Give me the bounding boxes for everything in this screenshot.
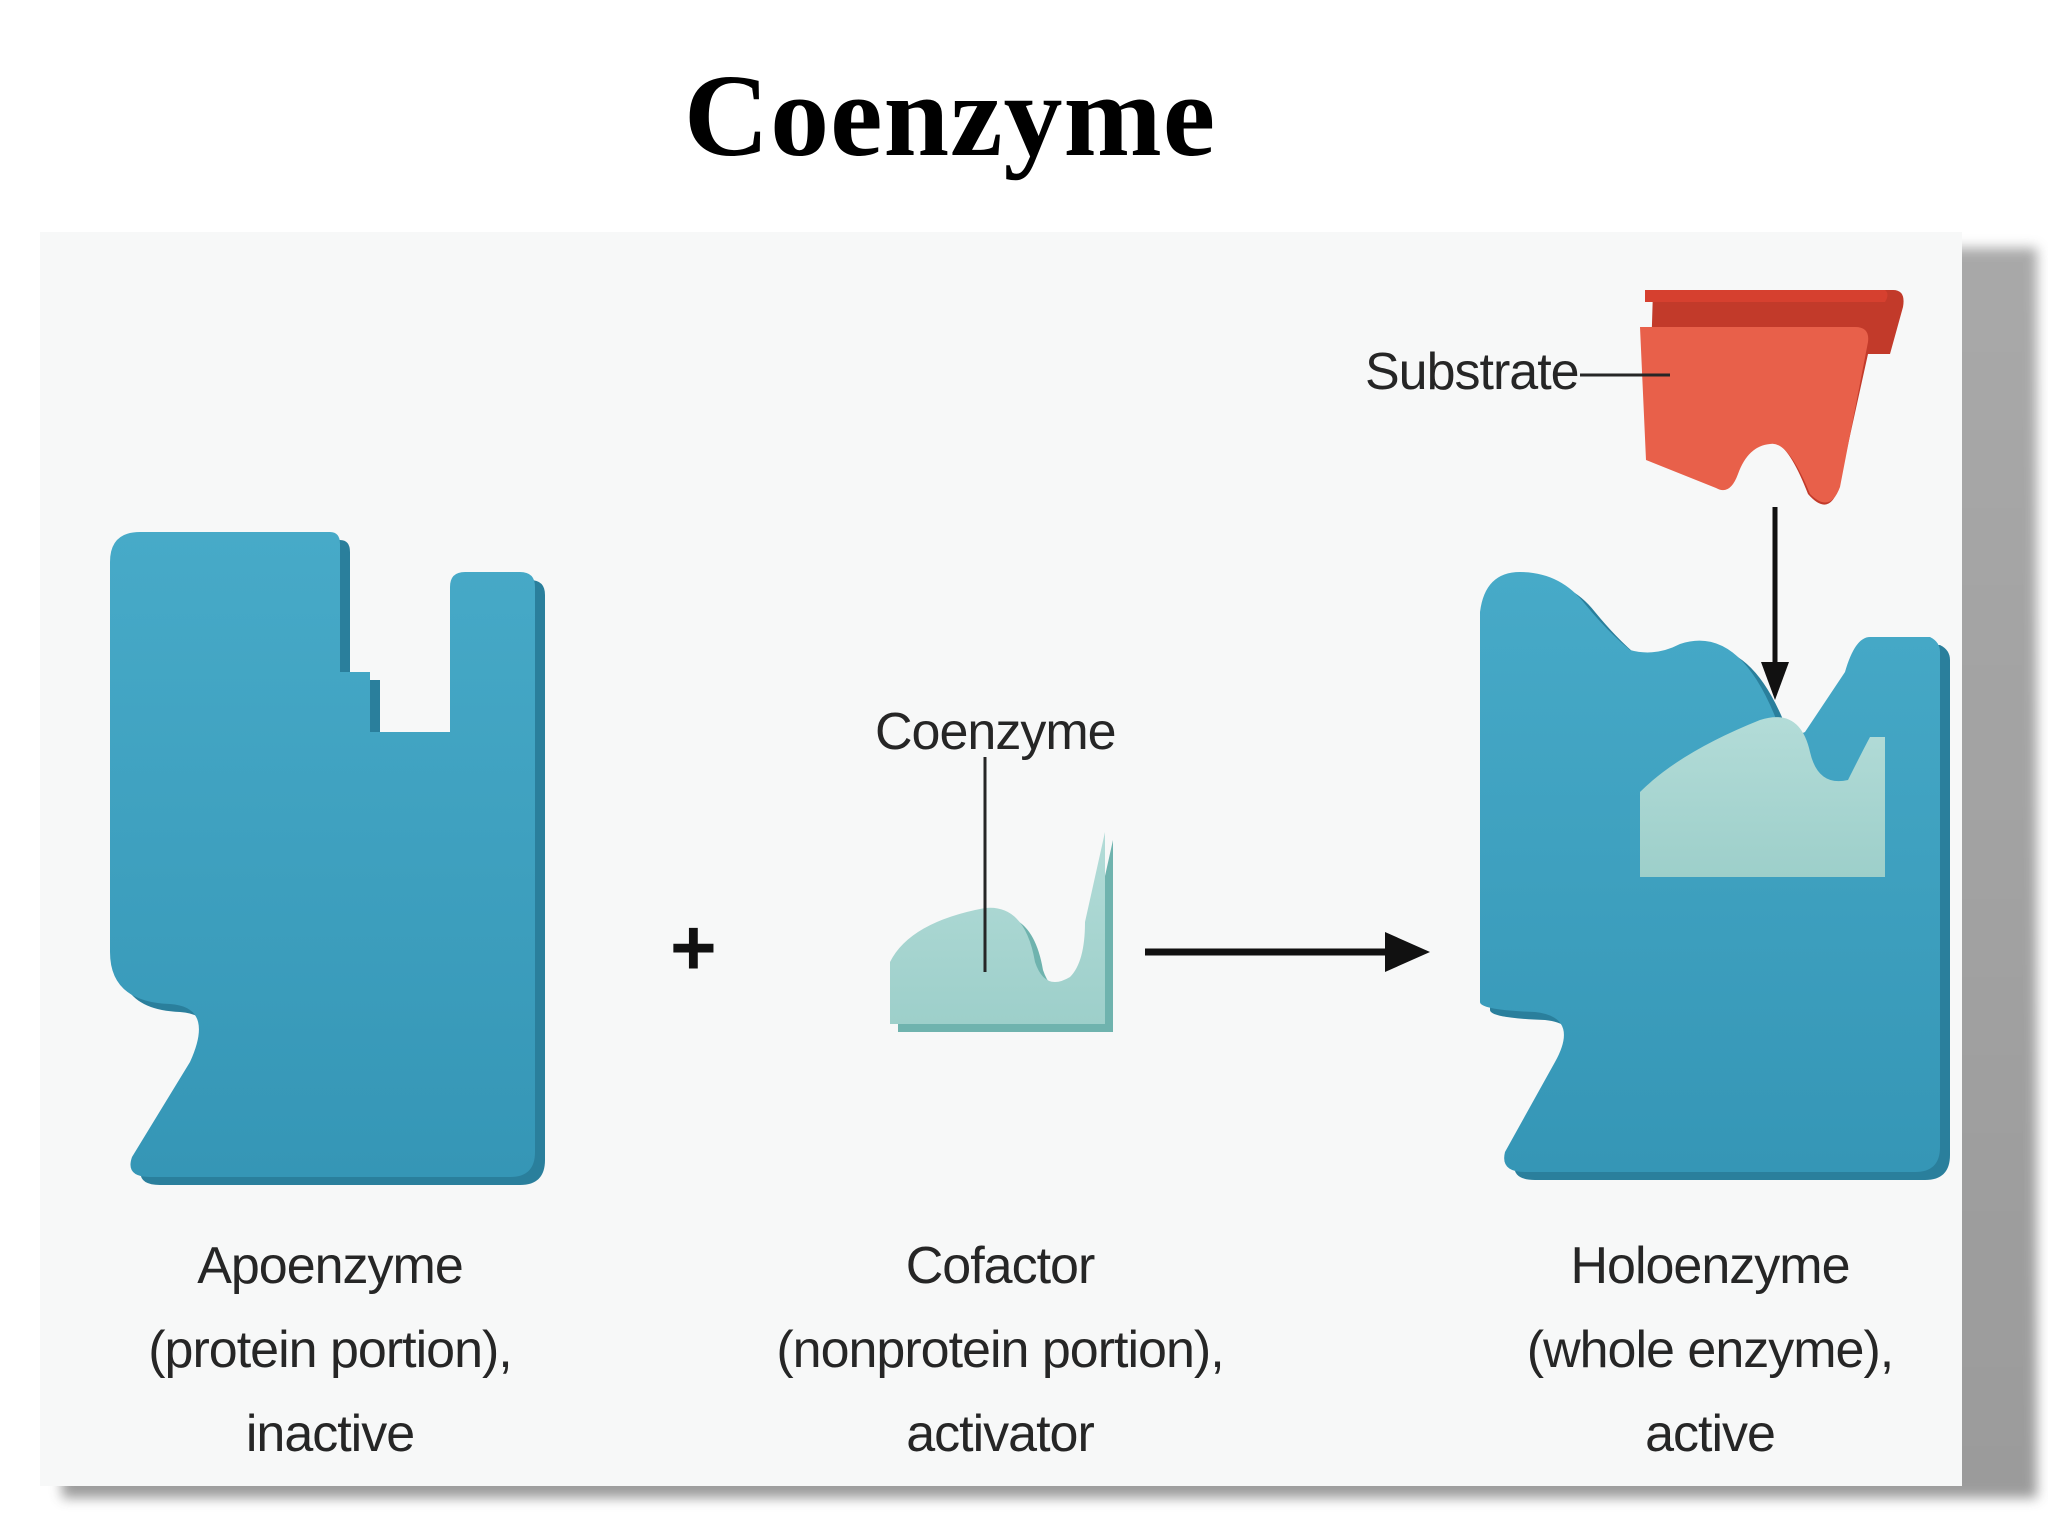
holoenzyme-caption: Holoenzyme (whole enzyme), active [1460, 1224, 1960, 1476]
cofactor-caption: Cofactor (nonprotein portion), activator [740, 1224, 1260, 1476]
apoenzyme-caption: Apoenzyme (protein portion), inactive [80, 1224, 580, 1476]
bound-coenzyme-shape [1640, 717, 1885, 877]
apoenzyme-shape [110, 532, 545, 1185]
cofactor-description: (nonprotein portion), [776, 1321, 1224, 1379]
diagram-canvas [110, 290, 1950, 1185]
holoenzyme-title: Holoenzyme [1570, 1237, 1850, 1295]
cofactor-state: activator [906, 1405, 1095, 1463]
holoenzyme-state: active [1645, 1405, 1776, 1463]
cofactor-shape [890, 757, 1113, 1032]
apoenzyme-title: Apoenzyme [197, 1237, 464, 1295]
apoenzyme-state: inactive [245, 1405, 415, 1463]
slide-title: Coenzyme [683, 50, 1217, 181]
apoenzyme-description: (protein portion), [148, 1321, 513, 1379]
binding-arrow [1761, 507, 1789, 700]
enzyme-diagram: Substrate Coenzyme + Apoenzyme (protein … [40, 232, 1962, 1486]
holoenzyme-description: (whole enzyme), [1526, 1321, 1894, 1379]
holoenzyme-shape [1480, 572, 1950, 1180]
plus-sign: + [670, 903, 717, 992]
substrate-label: Substrate [1365, 343, 1580, 401]
substrate-shape [1580, 290, 1904, 505]
cofactor-title: Cofactor [905, 1237, 1096, 1295]
coenzyme-label: Coenzyme [875, 703, 1117, 761]
reaction-arrow [1145, 932, 1430, 972]
